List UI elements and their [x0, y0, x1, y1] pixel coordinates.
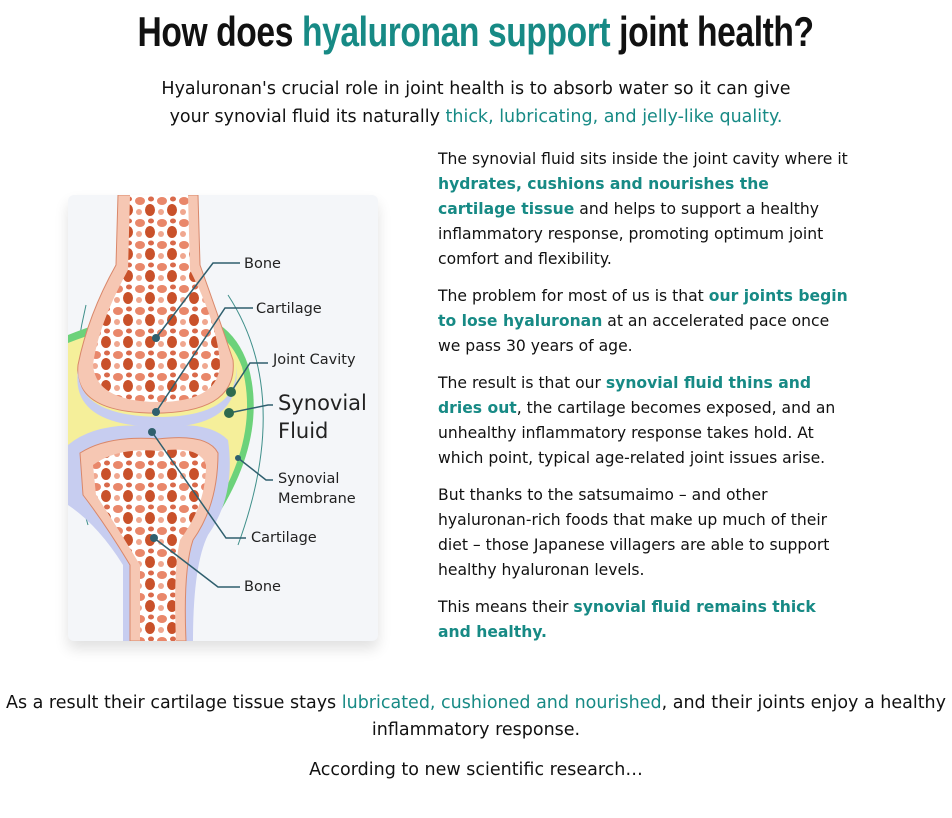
highlight-text: synovial fluid thins and dries out	[438, 374, 812, 417]
outro-paragraph: As a result their cartilage tissue stays…	[5, 693, 947, 740]
page-title: How does hyaluronan support joint health…	[137, 8, 815, 55]
label-joint-cavity: Joint Cavity	[272, 352, 356, 368]
joint-diagram: Bone Cartilage Joint Cavity Synovial Flu…	[68, 195, 378, 641]
label-synovial-fluid-2: Fluid	[278, 419, 328, 443]
highlight-text: our joints begin to lose hyaluronan	[438, 287, 848, 330]
label-synovial-fluid-1: Synovial	[278, 391, 367, 415]
label-membrane-2: Membrane	[278, 491, 356, 507]
body-paragraph: But thanks to the satsumaimo – and other…	[438, 486, 830, 579]
body-paragraph: This means their synovial fluid remains …	[438, 598, 816, 641]
title-highlight: hyaluronan support	[302, 8, 611, 55]
label-cartilage-bottom: Cartilage	[251, 530, 317, 546]
label-membrane-1: Synovial	[278, 471, 339, 487]
label-bone-top: Bone	[244, 256, 281, 272]
intro-text: Hyaluronan's crucial role in joint healt…	[161, 79, 791, 127]
highlight-text: hydrates, cushions and nourishes the car…	[438, 175, 769, 218]
body-paragraph: The problem for most of us is that our j…	[438, 287, 848, 355]
outro-closing: According to new scientific research…	[309, 760, 643, 780]
joint-illustration: Bone Cartilage Joint Cavity Synovial Flu…	[68, 195, 367, 641]
body-paragraph: The synovial fluid sits inside the joint…	[438, 150, 848, 268]
highlight-text: synovial fluid remains thick and healthy…	[438, 598, 816, 641]
body-text-column: The synovial fluid sits inside the joint…	[438, 147, 848, 657]
label-bone-bottom: Bone	[244, 579, 281, 595]
label-cartilage-top: Cartilage	[256, 301, 322, 317]
intro-highlight: thick, lubricating, and jelly-like quali…	[445, 107, 783, 127]
page-title-wrap: How does hyaluronan support joint health…	[0, 8, 952, 56]
body-paragraph: The result is that our synovial fluid th…	[438, 374, 836, 467]
outro-text: As a result their cartilage tissue stays…	[0, 690, 952, 797]
